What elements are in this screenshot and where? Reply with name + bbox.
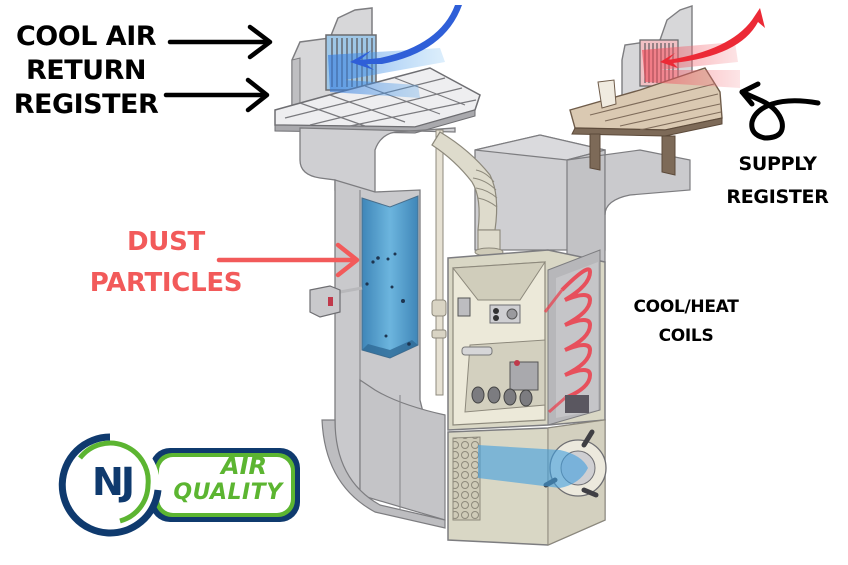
logo-text-quality: QUALITY: [173, 480, 283, 505]
thermostat: [309, 285, 363, 318]
exhaust-flue: [431, 131, 504, 257]
coils-label-line-2: COILS: [658, 326, 714, 346]
logo-monogram: NJ: [92, 460, 135, 504]
air-filter: [361, 195, 419, 359]
furnace-cabinet: [447, 249, 606, 431]
dust-arrow: [216, 242, 360, 278]
cooling-heating-coil: [543, 249, 601, 426]
cool-air-arrow: [350, 5, 462, 70]
return-label-line-2: RETURN: [26, 55, 146, 86]
return-air-register: [274, 5, 481, 134]
supply-air-register: [569, 5, 765, 176]
callout-arrows: [163, 24, 821, 278]
burner-assembly: [461, 339, 546, 413]
blower-section: [447, 419, 607, 546]
return-label-line-3: REGISTER: [13, 89, 159, 120]
dust-label-line-2: PARTICLES: [89, 268, 243, 298]
blower-air-flow: [478, 445, 588, 488]
return-register-label: COOL AIR RETURN REGISTER: [6, 20, 166, 122]
logo-text-air: AIR: [221, 452, 267, 480]
gas-pipe: [431, 129, 447, 396]
return-label-line-1: COOL AIR: [15, 21, 157, 52]
supply-label-line-2: REGISTER: [726, 186, 829, 208]
supply-register-label: SUPPLY REGISTER: [715, 148, 840, 214]
coils-label: COOL/HEAT COILS: [612, 293, 760, 351]
nj-air-quality-logo: [58, 433, 300, 537]
supply-loop-arrow: [739, 81, 821, 141]
dust-label-line-1: DUST: [127, 227, 205, 257]
coils-label-line-1: COOL/HEAT: [633, 297, 739, 317]
warm-air-arrow: [660, 8, 765, 68]
dust-particles: [365, 252, 411, 346]
return-arrow-1: [167, 24, 273, 60]
return-arrow-2: [163, 77, 270, 113]
plenum: [474, 134, 691, 271]
dust-particles-label: DUST PARTICLES: [76, 222, 256, 304]
supply-label-line-1: SUPPLY: [738, 153, 817, 175]
